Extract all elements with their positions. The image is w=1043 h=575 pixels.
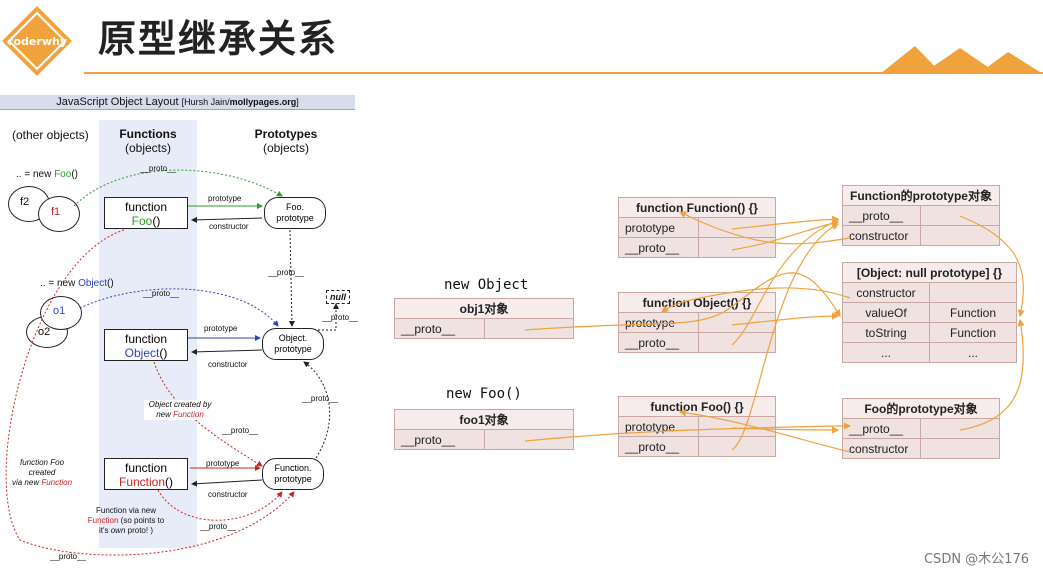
header-divider bbox=[84, 72, 1043, 74]
obj1-row-value bbox=[484, 318, 574, 339]
column-label-prototypes-sub: (objects) bbox=[262, 141, 309, 155]
function-prototype-title: Function的prototype对象 bbox=[842, 185, 1000, 206]
column-label-functions: Functions bbox=[119, 127, 177, 141]
instance-o1 bbox=[40, 296, 82, 330]
label-constructor-foo: constructor bbox=[209, 222, 249, 231]
function-function-row-prototype-value bbox=[698, 217, 776, 238]
function-prototype-object: Function.prototype bbox=[262, 458, 324, 490]
label-prototype-object: prototype bbox=[204, 324, 238, 333]
label-proto-f1: __proto__ bbox=[140, 164, 177, 173]
label-proto-foo-long: __proto__ bbox=[50, 552, 87, 561]
caption-credit-site: mollypages.org bbox=[229, 97, 297, 107]
new-foo-label: .. = new Foo() bbox=[16, 169, 78, 180]
right-diagram-arrows bbox=[524, 211, 1025, 453]
foo1-row-key: __proto__ bbox=[394, 429, 485, 450]
label-proto-function-prototype: __proto__ bbox=[302, 394, 339, 403]
figure-caption: JavaScript Object Layout [Hursh Jain/mol… bbox=[0, 95, 355, 110]
function-prototype-row-constructor: constructor bbox=[842, 225, 921, 246]
function-foo-title: function Foo() {} bbox=[618, 396, 776, 417]
label-proto-object-prototype: __proto__ bbox=[322, 313, 359, 322]
foo-prototype-row-proto-value bbox=[920, 418, 1000, 439]
caption-main: JavaScript Object Layout bbox=[56, 96, 179, 108]
function-function-table: function Function() {} prototype __proto… bbox=[618, 197, 776, 258]
function-function-title: function Function() {} bbox=[618, 197, 776, 218]
instance-f1 bbox=[38, 196, 80, 232]
function-object-row-prototype: prototype bbox=[618, 312, 699, 333]
left-diagram-arrows bbox=[5, 169, 339, 556]
function-foo-row-prototype: prototype bbox=[618, 416, 699, 437]
coderwhy-logo: coderwhy bbox=[2, 6, 72, 76]
foo-prototype-table: Foo的prototype对象 __proto__ constructor bbox=[842, 398, 1000, 459]
label-constructor-function: constructor bbox=[208, 490, 248, 499]
function-function-row-prototype: prototype bbox=[618, 217, 699, 238]
foo1-table: foo1对象 __proto__ bbox=[394, 409, 574, 450]
function-object-row-proto-value bbox=[698, 332, 776, 353]
column-label-other: (other objects) bbox=[12, 128, 89, 142]
column-label-prototypes: Prototypes bbox=[254, 127, 318, 141]
instance-o1-label: o1 bbox=[53, 305, 66, 317]
foo1-row-value bbox=[484, 429, 574, 450]
function-object-row-prototype-value bbox=[698, 312, 776, 333]
function-function-row-proto: __proto__ bbox=[618, 237, 699, 258]
function-prototype-row-constructor-value bbox=[920, 225, 1000, 246]
obj1-row-key: __proto__ bbox=[394, 318, 485, 339]
foo-prototype-object: Foo.prototype bbox=[264, 197, 326, 229]
label-proto-function: __proto__ bbox=[200, 522, 237, 531]
label-proto-foo-prototype: __proto__ bbox=[268, 268, 305, 277]
object-prototype-object: Object.prototype bbox=[262, 328, 324, 360]
instance-f2-label: f2 bbox=[20, 196, 30, 208]
foo1-title: foo1对象 bbox=[394, 409, 574, 430]
object-null-prototype-table: [Object: null prototype] {} constructor … bbox=[842, 262, 1017, 363]
foo-prototype-row-proto: __proto__ bbox=[842, 418, 921, 439]
function-function-row-proto-value bbox=[698, 237, 776, 258]
null-proto-row-more: ... bbox=[842, 342, 930, 363]
page-title: 原型继承关系 bbox=[98, 17, 339, 61]
label-proto-o1: __proto__ bbox=[143, 289, 180, 298]
label-proto-object-fn: __proto__ bbox=[222, 426, 259, 435]
function-object-table: function Object() {} prototype __proto__ bbox=[618, 292, 776, 353]
logo-text: coderwhy bbox=[7, 35, 67, 48]
caption-credit-suffix: ] bbox=[296, 97, 299, 107]
function-foo-table: function Foo() {} prototype __proto__ bbox=[618, 396, 776, 457]
watermark: CSDN @木公176 bbox=[923, 552, 1029, 567]
null-proto-row-more-value: ... bbox=[929, 342, 1017, 363]
label-constructor-object: constructor bbox=[208, 360, 248, 369]
function-foo-row-proto-value bbox=[698, 436, 776, 457]
new-object-title: new Object bbox=[444, 277, 529, 293]
function-prototype-row-proto: __proto__ bbox=[842, 205, 921, 226]
foo-prototype-row-constructor-value bbox=[920, 438, 1000, 459]
caption-credit-prefix: [Hursh Jain/ bbox=[181, 97, 230, 107]
obj1-table: obj1对象 __proto__ bbox=[394, 298, 574, 339]
label-prototype-function: prototype bbox=[206, 459, 240, 468]
instance-o2-label: o2 bbox=[38, 326, 51, 338]
function-foo-row-proto: __proto__ bbox=[618, 436, 699, 457]
new-object-label: .. = new Object() bbox=[40, 278, 114, 289]
new-foo-title: new Foo() bbox=[446, 386, 522, 402]
function-prototype-table: Function的prototype对象 __proto__ construct… bbox=[842, 185, 1000, 246]
column-label-functions-sub: (objects) bbox=[124, 141, 171, 155]
instance-f1-label: f1 bbox=[51, 206, 61, 218]
label-prototype-foo: prototype bbox=[208, 194, 242, 203]
mountain-decoration bbox=[880, 46, 1043, 74]
